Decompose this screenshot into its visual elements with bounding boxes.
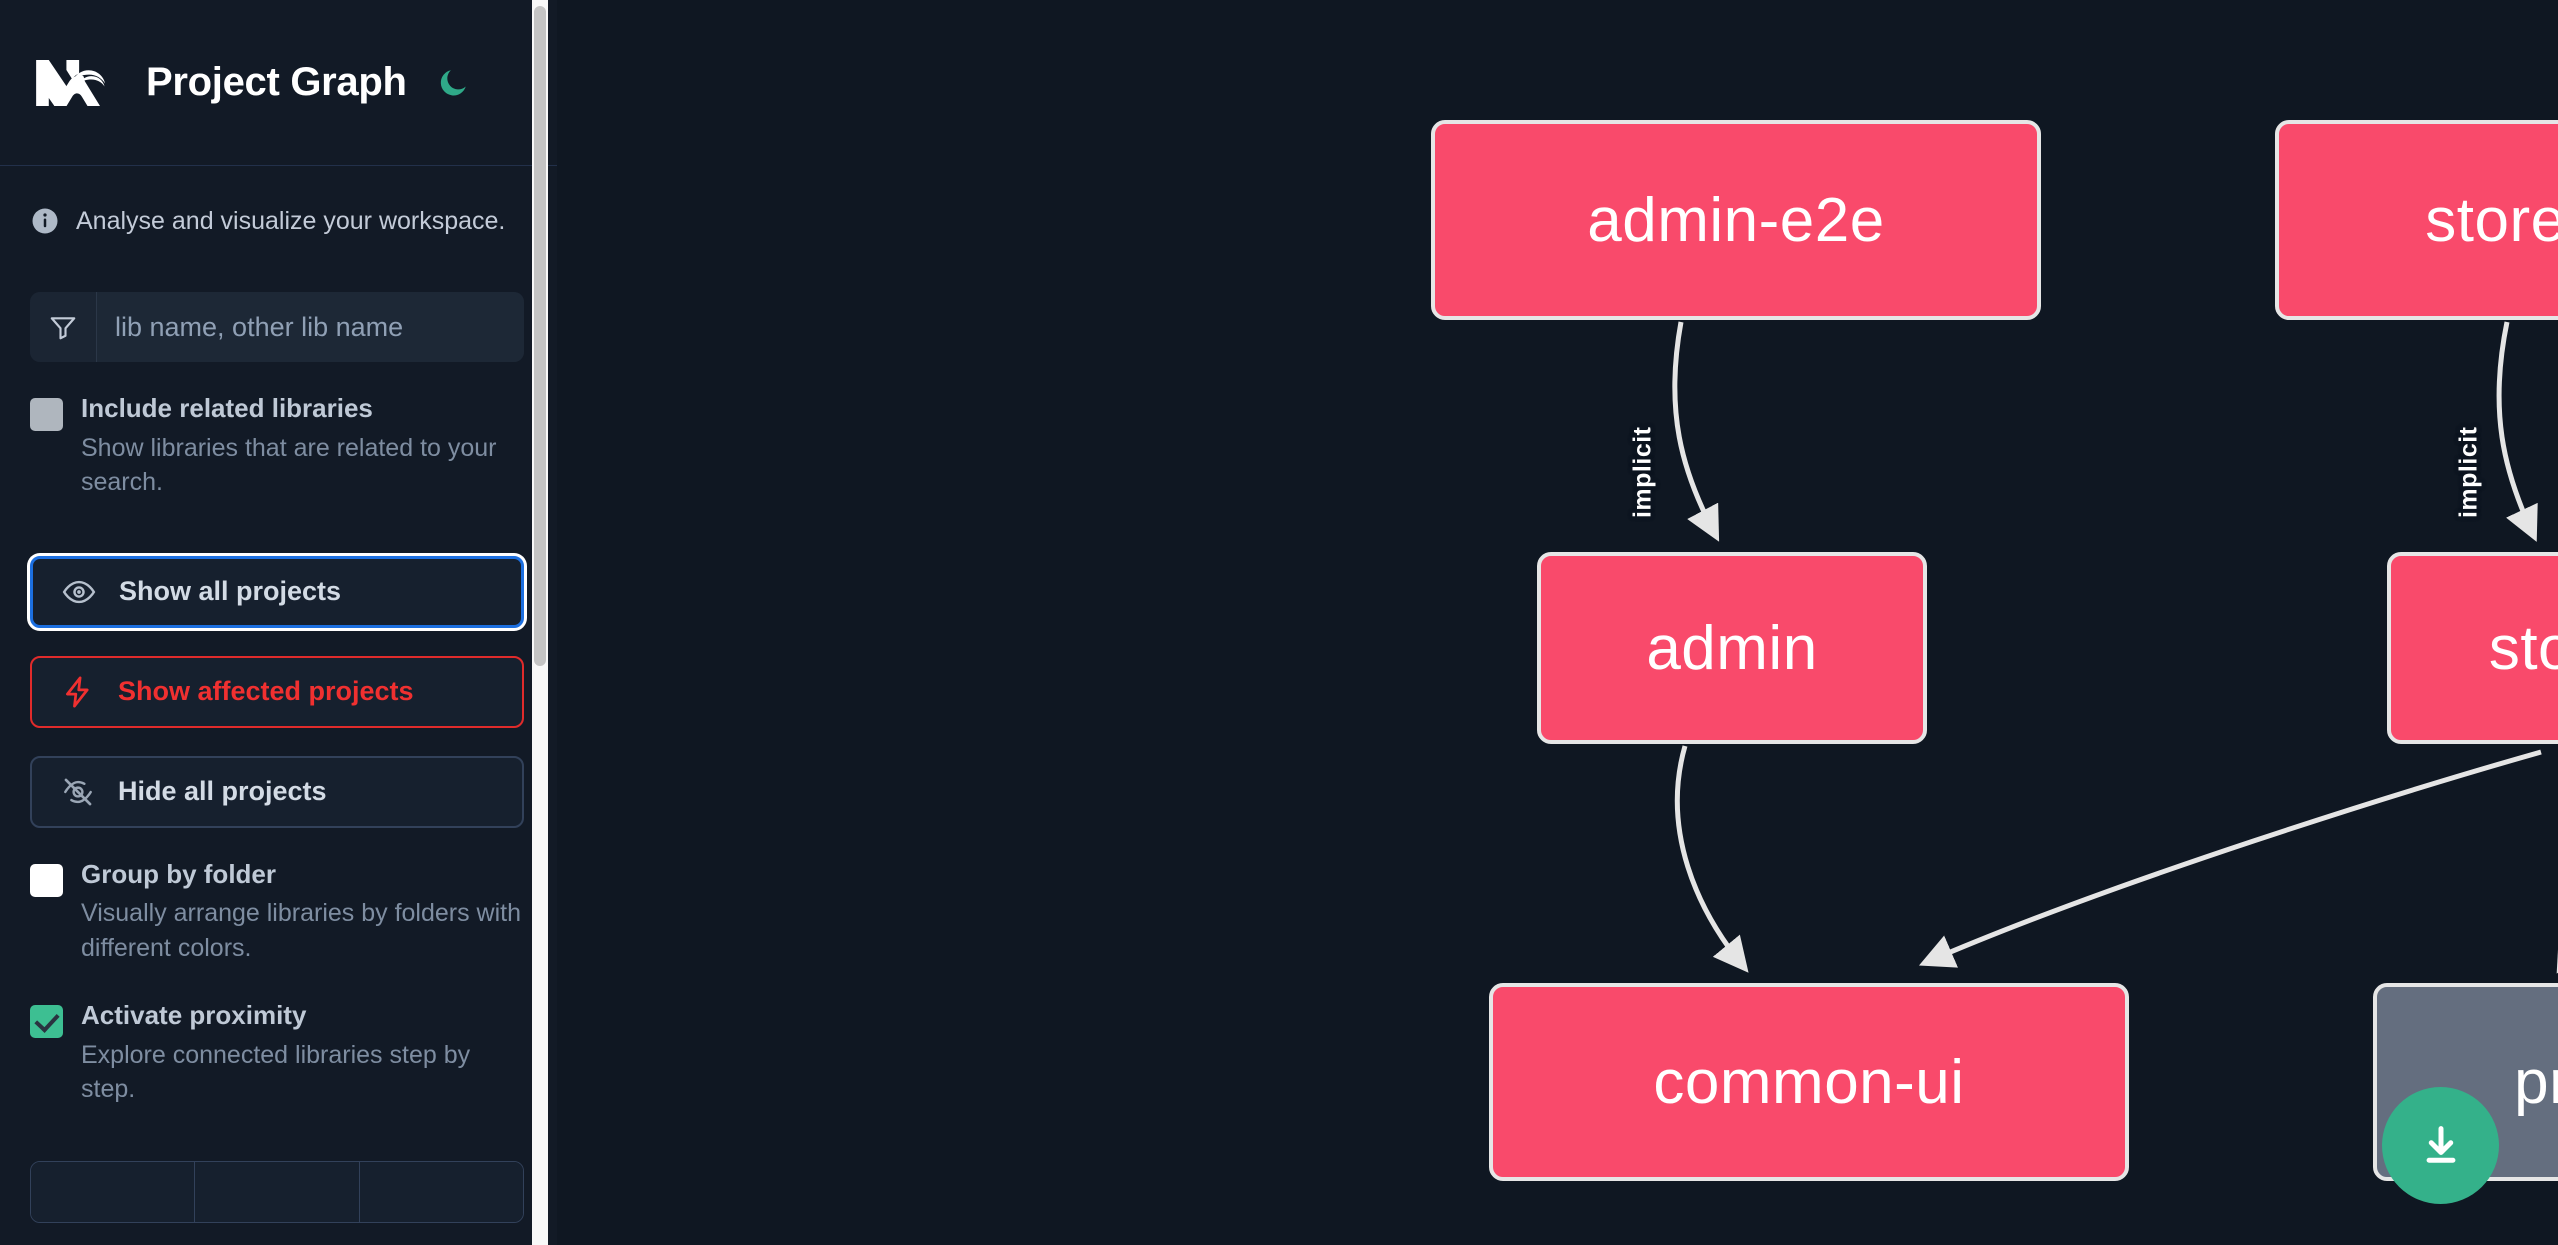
search-input[interactable] xyxy=(97,292,524,362)
include-related-libraries-label: Include related libraries xyxy=(81,393,373,423)
edge-admin-e2e-to-admin xyxy=(1672,321,1720,542)
sidebar-scrollbar-thumb[interactable] xyxy=(534,6,546,666)
checkbox-activate-proximity[interactable]: Activate proximity Explore connected lib… xyxy=(30,1001,524,1107)
proximity-segment-1[interactable] xyxy=(31,1161,196,1222)
edge-store-e2e-to-store xyxy=(2496,321,2538,542)
search-row xyxy=(30,292,524,362)
show-affected-projects-button[interactable]: Show affected projects xyxy=(30,655,524,728)
proximity-segment-3[interactable] xyxy=(359,1161,523,1222)
group-by-folder-checkbox[interactable] xyxy=(30,863,63,897)
include-related-libraries-checkbox[interactable] xyxy=(30,398,63,431)
visibility-button-group: Show all projects Show affected projects xyxy=(30,555,524,828)
show-affected-projects-label: Show affected projects xyxy=(118,676,414,707)
graph-node-label: products xyxy=(2514,1047,2558,1117)
tagline-text: Analyse and visualize your workspace. xyxy=(76,206,506,235)
graph-node-common-ui[interactable]: common-ui xyxy=(1489,983,2129,1181)
proximity-segmented-control[interactable] xyxy=(30,1160,524,1223)
tagline-row: Analyse and visualize your workspace. xyxy=(30,206,524,236)
hide-all-projects-button[interactable]: Hide all projects xyxy=(30,755,524,828)
graph-edges xyxy=(1672,321,2558,974)
sidebar-body: Analyse and visualize your workspace. In… xyxy=(0,206,557,1223)
graph-node-label: common-ui xyxy=(1653,1047,1965,1117)
proximity-segment-2[interactable] xyxy=(195,1161,360,1222)
graph-node-store-e2e[interactable]: store-e2e xyxy=(2275,120,2558,320)
moon-icon[interactable] xyxy=(433,63,473,103)
graph-canvas[interactable]: admin-e2e store-e2e admin store common-u… xyxy=(557,0,2558,1245)
hide-all-projects-label: Hide all projects xyxy=(118,776,327,807)
group-by-folder-description: Visually arrange libraries by folders wi… xyxy=(81,899,522,962)
edge-store-to-common-ui xyxy=(1918,749,2542,968)
show-all-projects-button[interactable]: Show all projects xyxy=(30,555,524,628)
include-related-libraries-description: Show libraries that are related to your … xyxy=(81,433,497,497)
nx-logo-icon xyxy=(30,55,122,111)
edge-label-admin-implicit: implicit xyxy=(1628,426,1657,519)
graph-node-label: store-e2e xyxy=(2425,185,2558,255)
info-icon xyxy=(30,206,60,236)
graph-node-store[interactable]: store xyxy=(2387,552,2558,744)
graph-node-admin[interactable]: admin xyxy=(1537,552,1927,744)
eye-icon xyxy=(61,574,97,610)
edge-label-store-implicit: implicit xyxy=(2454,426,2483,519)
filter-icon xyxy=(30,292,97,362)
graph-node-admin-e2e[interactable]: admin-e2e xyxy=(1431,120,2041,320)
lightning-bolt-icon xyxy=(60,674,96,710)
download-icon xyxy=(2426,1125,2455,1163)
show-all-projects-label: Show all projects xyxy=(119,576,342,607)
checkbox-group-by-folder[interactable]: Group by folder Visually arrange librari… xyxy=(30,858,524,966)
activate-proximity-checkbox[interactable] xyxy=(30,1005,63,1039)
graph-node-label: store xyxy=(2488,613,2558,683)
download-graph-button[interactable] xyxy=(2382,1087,2499,1204)
graph-node-label: admin-e2e xyxy=(1587,185,1885,255)
app-title: Project Graph xyxy=(146,60,407,104)
eye-off-icon xyxy=(60,774,96,810)
group-by-folder-label: Group by folder xyxy=(81,858,276,889)
sidebar-header: Project Graph xyxy=(0,0,557,166)
activate-proximity-description: Explore connected libraries step by step… xyxy=(81,1040,471,1104)
sidebar-scrollbar[interactable] xyxy=(532,0,548,1245)
sidebar: Project Graph Analyse and visualize your… xyxy=(0,0,557,1245)
graph-node-label: admin xyxy=(1646,613,1818,683)
edge-admin-to-common-ui xyxy=(1674,745,1749,973)
checkbox-include-related-libraries[interactable]: Include related libraries Show libraries… xyxy=(30,394,524,500)
activate-proximity-label: Activate proximity xyxy=(81,1000,307,1031)
